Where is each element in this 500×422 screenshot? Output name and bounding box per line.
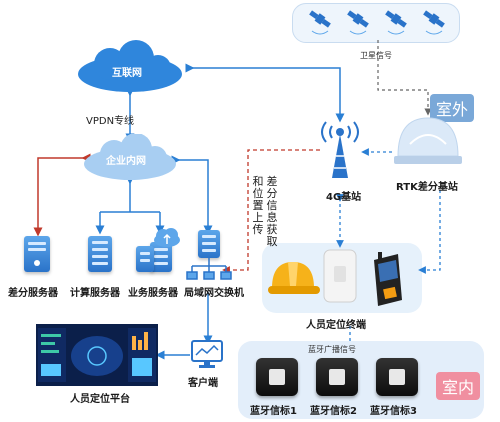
rtk-dome-icon xyxy=(394,117,462,164)
indoor-zone-badge: 室内 xyxy=(436,372,481,400)
lan-switch-label: 局域网交换机 xyxy=(184,288,244,299)
client-monitor-icon xyxy=(191,340,223,368)
diff-info-label: 差分信息获取 xyxy=(266,175,278,248)
internet-label: 互联网 xyxy=(112,68,142,79)
compute-server-label: 计算服务器 xyxy=(70,288,120,299)
satellite-icons xyxy=(309,10,445,35)
terminal-label: 人员定位终端 xyxy=(306,320,366,331)
beacon3-icon xyxy=(376,358,418,396)
beacon1-icon xyxy=(256,358,298,396)
upload-label: 和位置上传 xyxy=(252,175,264,236)
beacon2-icon xyxy=(316,358,358,396)
business-server-icon xyxy=(150,242,172,272)
business-server-icon-2 xyxy=(136,246,154,272)
platform-dashboard-image xyxy=(36,324,158,386)
cloud-upload-icon xyxy=(154,228,180,247)
rtk-label: RTK差分基站 xyxy=(396,182,458,193)
client-label: 客户端 xyxy=(188,378,218,389)
intranet-cloud xyxy=(84,134,176,180)
platform-label: 人员定位平台 xyxy=(70,394,130,405)
vpdn-label: VPDN专线 xyxy=(86,116,135,127)
intranet-label: 企业内网 xyxy=(106,156,146,167)
tag-device-icon xyxy=(323,249,357,303)
bluetooth-signal-label: 蓝牙广播信号 xyxy=(308,345,356,354)
beacon2-label: 蓝牙信标2 xyxy=(310,406,357,417)
outdoor-zone-badge: 室外 xyxy=(430,94,475,122)
beacon1-label: 蓝牙信标1 xyxy=(250,406,297,417)
tower-4g-icon xyxy=(321,121,359,178)
handheld-terminal-icon xyxy=(374,252,402,306)
diff-server-icon xyxy=(24,236,50,272)
helmet-icon xyxy=(268,262,320,294)
lan-switch-icon xyxy=(198,230,220,258)
beacon3-label: 蓝牙信标3 xyxy=(370,406,417,417)
tower-4g-label: 4G基站 xyxy=(326,192,362,203)
business-server-label: 业务服务器 xyxy=(128,288,178,299)
diff-server-label: 差分服务器 xyxy=(8,288,58,299)
satellite-signal-label: 卫星信号 xyxy=(360,51,392,60)
internet-cloud xyxy=(78,40,182,92)
compute-server-icon xyxy=(88,236,112,272)
network-topology-icon xyxy=(186,258,232,280)
